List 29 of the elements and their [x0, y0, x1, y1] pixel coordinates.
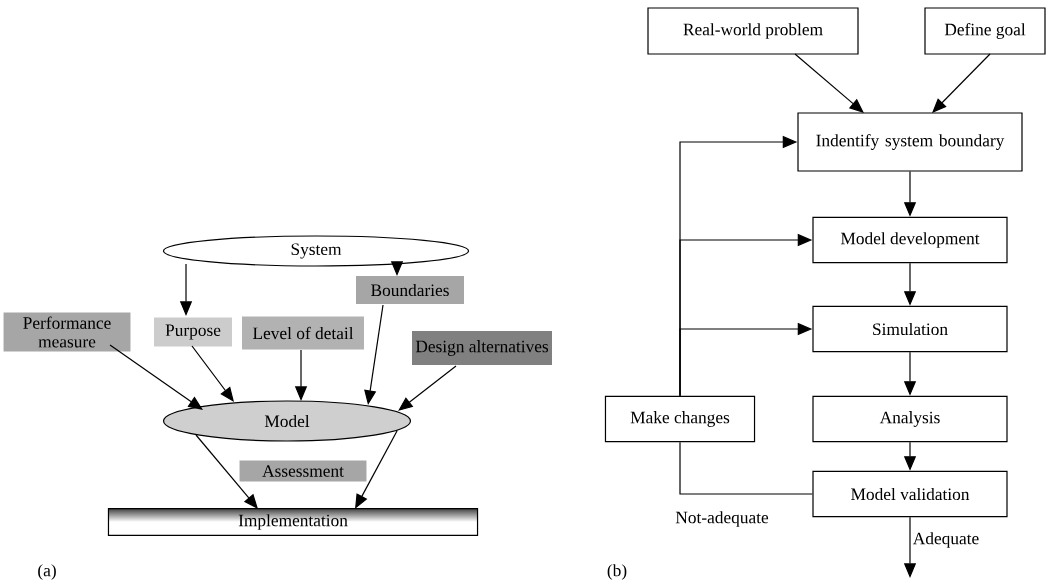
process-box: Make changes	[604, 395, 756, 443]
process-box: Model validation	[812, 470, 1008, 518]
label-box: Performance measure	[3, 312, 131, 352]
label-box: Level of detail	[242, 316, 364, 350]
label-box: Purpose	[154, 317, 232, 347]
arrow	[109, 344, 203, 410]
arrow	[794, 53, 864, 113]
oval-node: System	[162, 235, 470, 267]
process-box: Indentify system boundary	[797, 112, 1023, 172]
edge-label: Adequate	[912, 532, 979, 548]
process-box: Define goal	[924, 7, 1046, 55]
panel-label: (b)	[607, 564, 627, 580]
label-box: Design alternatives	[412, 331, 552, 365]
process-box: Simulation	[812, 305, 1008, 353]
arrow	[355, 430, 398, 509]
gradient-bar: Implementation	[107, 507, 479, 537]
arrow	[398, 365, 457, 411]
edge-label: Not-adequate	[675, 511, 769, 527]
label-box: Boundaries	[356, 276, 464, 304]
arrow	[932, 53, 991, 113]
arrow	[191, 345, 234, 402]
process-box: Real-world problem	[647, 7, 859, 55]
arrow	[364, 304, 384, 405]
panel-label: (a)	[38, 564, 56, 580]
arrow	[195, 434, 258, 509]
process-box: Model development	[812, 216, 1008, 264]
oval-node: Model	[162, 400, 412, 442]
process-box: Analysis	[812, 395, 1008, 443]
label-box: Assessment	[239, 460, 367, 482]
